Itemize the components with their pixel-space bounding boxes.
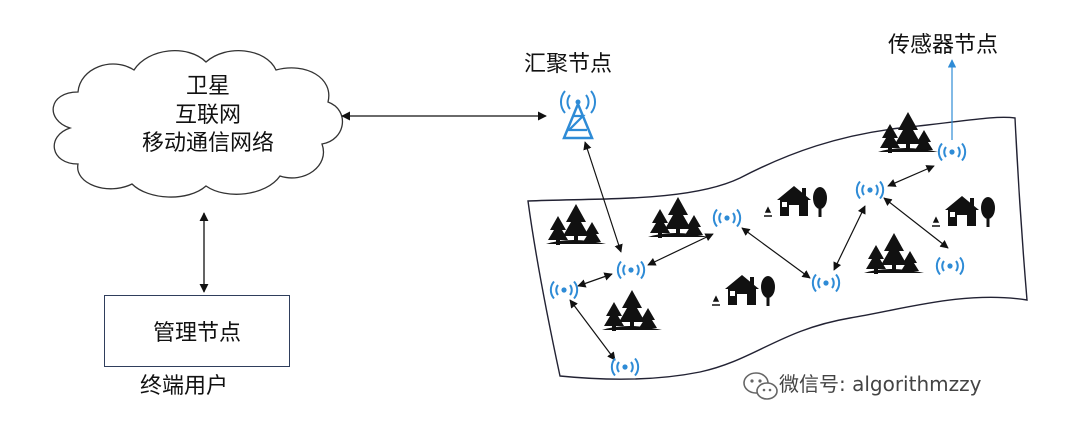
watermark: 微信号: algorithmzzy <box>745 368 981 397</box>
wechat-icon <box>743 372 778 400</box>
cloud-line-internet: 互联网 <box>174 102 241 128</box>
watermark-text: 微信号: algorithmzzy <box>779 372 982 396</box>
antenna-tower-icon <box>560 90 596 140</box>
cloud-shape <box>52 50 344 198</box>
sink-node-label: 汇聚节点 <box>524 52 613 77</box>
management-node-box: 管理节点 <box>104 295 290 367</box>
end-user-label: 终端用户 <box>140 374 229 399</box>
sensor-field <box>527 116 1028 380</box>
cloud-line-mobile-network: 移动通信网络 <box>141 131 274 157</box>
cloud-line-satellite: 卫星 <box>185 74 230 99</box>
sensor-node-label: 传感器节点 <box>888 33 999 58</box>
management-node-label: 管理节点 <box>152 321 241 346</box>
cloud-text: 卫星 互联网 移动通信网络 <box>118 73 298 159</box>
